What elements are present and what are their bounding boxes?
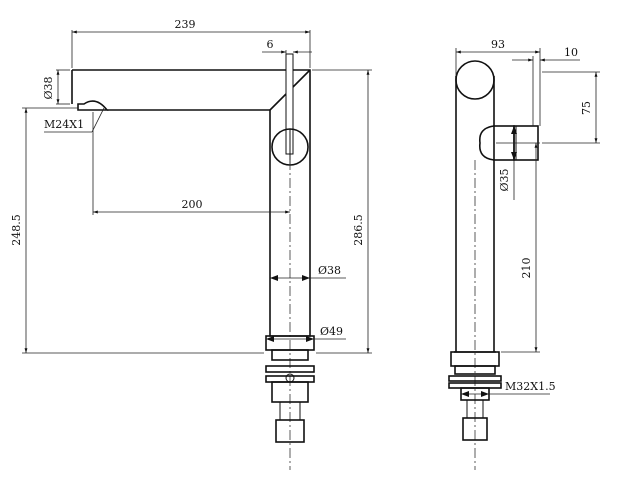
- lever-collar: [478, 125, 495, 161]
- arrow-base-49-right: [306, 336, 314, 342]
- arrow-thread-right: [481, 391, 489, 397]
- arrow-base-49-left: [266, 336, 274, 342]
- side-washer-1: [448, 375, 502, 382]
- arrow-35-top: [511, 126, 517, 134]
- dim-overall-length: 239: [175, 18, 196, 31]
- thread-leader: [91, 107, 105, 133]
- side-mount-nut: [454, 365, 496, 375]
- mount-washer-1: [265, 365, 315, 373]
- dim-handle-length: 10: [564, 46, 578, 59]
- arrow-body-38-left: [270, 275, 278, 281]
- side-hose-connector: [462, 417, 488, 441]
- dim-body-height: 210: [520, 258, 533, 279]
- aerator: [77, 100, 109, 111]
- dim-handle-diameter: Ø35: [498, 168, 511, 191]
- spout-end-circle: [455, 60, 495, 100]
- dim-total-height: 286.5: [352, 214, 365, 246]
- dim-lever-width: 6: [267, 38, 274, 51]
- dim-spout-height: 248.5: [10, 214, 23, 246]
- mount-screw: [285, 373, 295, 383]
- hose-connector: [275, 419, 305, 443]
- dim-spout-reach: 200: [182, 198, 203, 211]
- side-view: 93 10 75 Ø35 210 M32X1.5: [448, 38, 600, 470]
- mount-thread-spec: M32X1.5: [505, 380, 556, 393]
- dim-base-diameter: Ø49: [320, 325, 343, 338]
- arrow-35-bottom: [511, 152, 517, 160]
- dim-handle-height: 75: [580, 101, 593, 115]
- arrow-thread-left: [461, 391, 469, 397]
- arrow-body-38-right: [302, 275, 310, 281]
- front-view: 239 6 Ø38 M24X1 248.5 200 286.5 Ø38: [10, 18, 372, 470]
- thread-spec: M24X1: [44, 118, 84, 131]
- dim-spout-diameter: Ø38: [42, 76, 55, 99]
- dim-side-width: 93: [491, 38, 505, 51]
- mount-nut: [271, 349, 309, 361]
- dim-body-diameter: Ø38: [318, 264, 341, 277]
